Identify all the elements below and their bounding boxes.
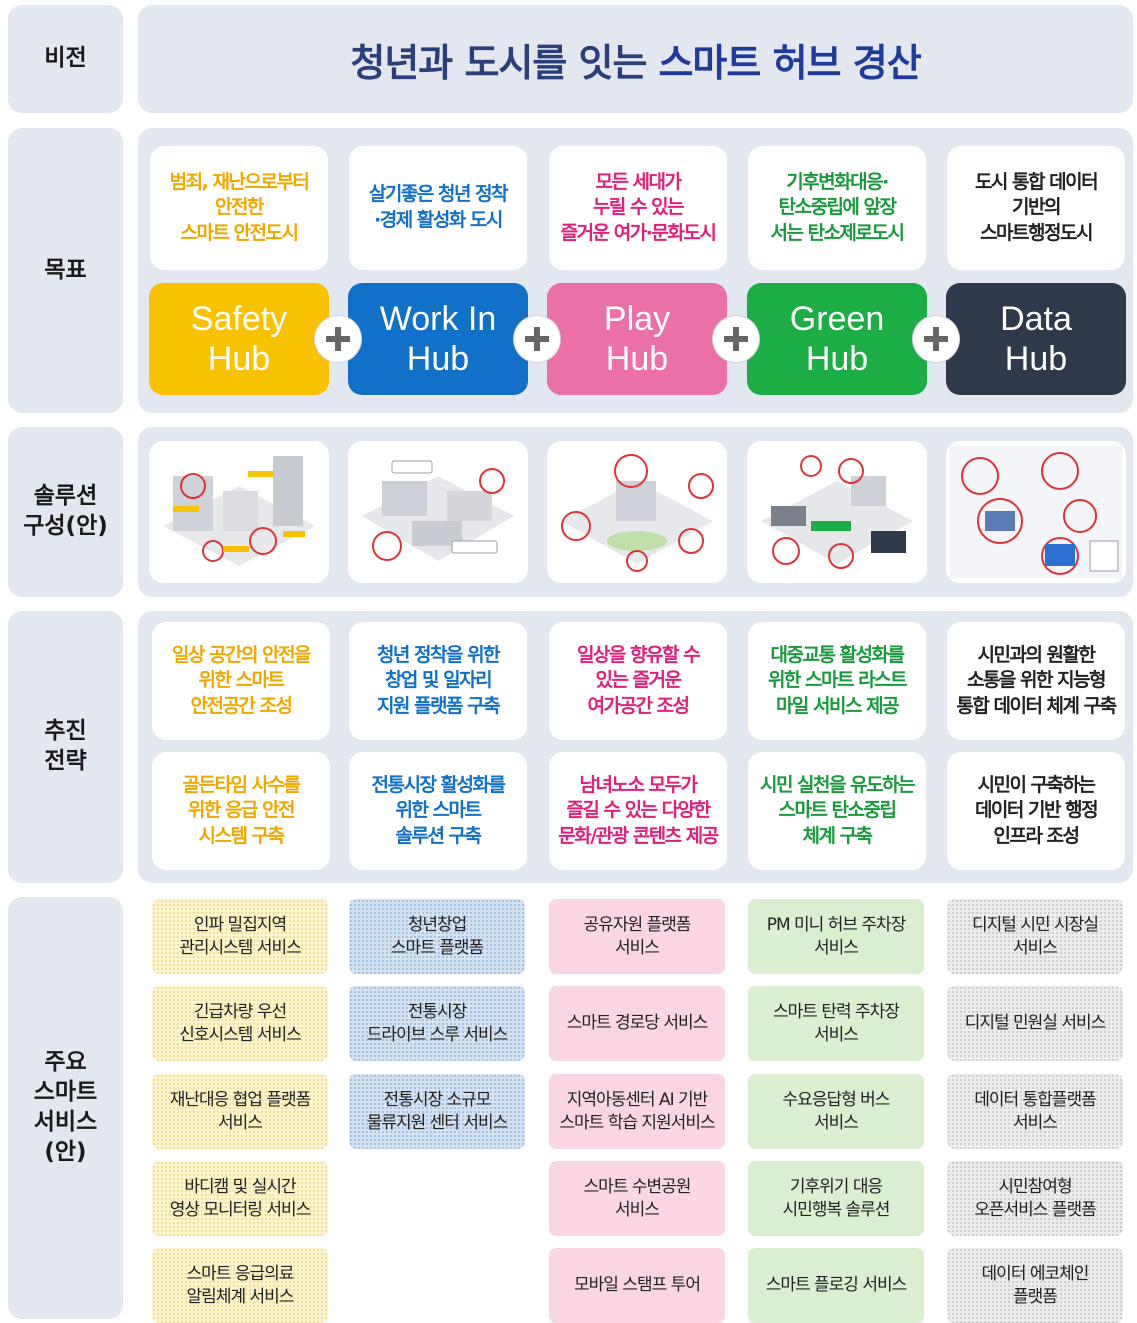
service-play-1: 공유자원 플랫폼 서비스 bbox=[549, 899, 725, 974]
hub-safety: Safety Hub bbox=[149, 283, 329, 395]
goal-card-data: 도시 통합 데이터 기반의 스마트행정도시 bbox=[947, 146, 1125, 270]
safety-hub-illustration bbox=[149, 441, 329, 583]
goal-card-safety: 범죄, 재난으로부터 안전한 스마트 안전도시 bbox=[150, 146, 328, 270]
service-safety-3: 재난대응 협업 플랫폼 서비스 bbox=[152, 1074, 328, 1149]
service-data-4: 시민참여형 오픈서비스 플랫폼 bbox=[947, 1161, 1123, 1236]
strategy-safety-1: 일상 공간의 안전을 위한 스마트 안전공간 조성 bbox=[152, 622, 330, 740]
vision-title: 청년과 도시를 잇는 스마트 허브 경산 bbox=[138, 5, 1133, 113]
label-services: 주요 스마트 서비스 (안) bbox=[8, 897, 123, 1319]
service-safety-2: 긴급차량 우선 신호시스템 서비스 bbox=[152, 986, 328, 1061]
service-play-4: 스마트 수변공원 서비스 bbox=[549, 1161, 725, 1236]
goal-card-green: 기후변화대응· 탄소중립에 앞장 서는 탄소제로도시 bbox=[748, 146, 926, 270]
service-green-2: 스마트 탄력 주차장 서비스 bbox=[748, 986, 924, 1061]
plus-icon bbox=[913, 316, 959, 362]
label-strategy: 추진 전략 bbox=[8, 611, 123, 883]
strategy-play-2: 남녀노소 모두가 즐길 수 있는 다양한 문화/관광 콘텐츠 제공 bbox=[549, 752, 727, 870]
service-data-3: 데이터 통합플랫폼 서비스 bbox=[947, 1074, 1123, 1149]
service-data-2: 디지털 민원실 서비스 bbox=[947, 986, 1123, 1061]
strategy-play-1: 일상을 향유할 수 있는 즐거운 여가공간 조성 bbox=[549, 622, 727, 740]
service-play-3: 지역아동센터 AI 기반 스마트 학습 지원서비스 bbox=[549, 1074, 725, 1149]
service-workin-2: 전통시장 드라이브 스루 서비스 bbox=[349, 986, 525, 1061]
hub-workin: Work In Hub bbox=[348, 283, 528, 395]
label-goal: 목표 bbox=[8, 128, 123, 413]
label-solution: 솔루션 구성(안) bbox=[8, 427, 123, 597]
service-green-5: 스마트 플로깅 서비스 bbox=[748, 1248, 924, 1323]
vision-panel bbox=[138, 5, 1133, 113]
service-workin-1: 청년창업 스마트 플랫폼 bbox=[349, 899, 525, 974]
strategy-workin-2: 전통시장 활성화를 위한 스마트 솔루션 구축 bbox=[349, 752, 527, 870]
vision-title-accent: 스마트 허브 경산 bbox=[658, 40, 921, 85]
service-play-5: 모바일 스탬프 투어 bbox=[549, 1248, 725, 1323]
service-safety-5: 스마트 응급의료 알림체계 서비스 bbox=[152, 1248, 328, 1323]
service-green-4: 기후위기 대응 시민행복 솔루션 bbox=[748, 1161, 924, 1236]
service-safety-1: 인파 밀집지역 관리시스템 서비스 bbox=[152, 899, 328, 974]
service-play-2: 스마트 경로당 서비스 bbox=[549, 986, 725, 1061]
strategy-green-2: 시민 실천을 유도하는 스마트 탄소중립 체계 구축 bbox=[748, 752, 926, 870]
hub-green: Green Hub bbox=[747, 283, 927, 395]
play-hub-illustration bbox=[547, 441, 727, 583]
service-workin-3: 전통시장 소규모 물류지원 센터 서비스 bbox=[349, 1074, 525, 1149]
strategy-green-1: 대중교통 활성화를 위한 스마트 라스트 마일 서비스 제공 bbox=[748, 622, 926, 740]
strategy-safety-2: 골든타임 사수를 위한 응급 안전 시스템 구축 bbox=[152, 752, 330, 870]
hub-data: Data Hub bbox=[946, 283, 1126, 395]
label-vision: 비전 bbox=[8, 5, 123, 113]
strategy-data-1: 시민과의 원활한 소통을 위한 지능형 통합 데이터 체계 구축 bbox=[947, 622, 1125, 740]
goal-card-workin: 살기좋은 청년 정착 ·경제 활성화 도시 bbox=[349, 146, 527, 270]
vision-title-main: 청년과 도시를 잇는 bbox=[350, 40, 647, 85]
service-green-1: PM 미니 허브 주차장 서비스 bbox=[748, 899, 924, 974]
strategy-data-2: 시민이 구축하는 데이터 기반 행정 인프라 조성 bbox=[947, 752, 1125, 870]
plus-icon bbox=[713, 316, 759, 362]
service-data-1: 디지털 시민 시장실 서비스 bbox=[947, 899, 1123, 974]
goal-card-play: 모든 세대가 누릴 수 있는 즐거운 여가·문화도시 bbox=[549, 146, 727, 270]
plus-icon bbox=[315, 316, 361, 362]
service-data-5: 데이터 에코체인 플랫폼 bbox=[947, 1248, 1123, 1323]
data-hub-illustration bbox=[946, 441, 1126, 583]
hub-play: Play Hub bbox=[547, 283, 727, 395]
strategy-workin-1: 청년 정착을 위한 창업 및 일자리 지원 플랫폼 구축 bbox=[349, 622, 527, 740]
work-in-hub-illustration bbox=[348, 441, 528, 583]
green-hub-illustration bbox=[747, 441, 927, 583]
plus-icon bbox=[514, 316, 560, 362]
service-safety-4: 바디캠 및 실시간 영상 모니터링 서비스 bbox=[152, 1161, 328, 1236]
service-green-3: 수요응답형 버스 서비스 bbox=[748, 1074, 924, 1149]
